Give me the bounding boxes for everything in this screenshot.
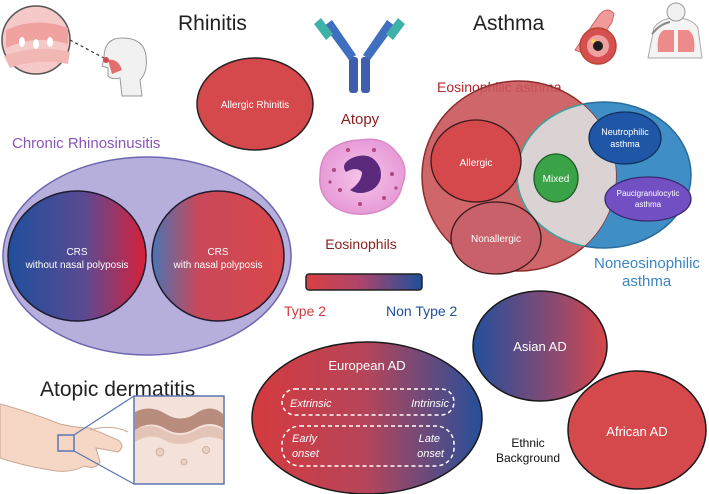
crs-with-np-label-1: CRS — [207, 247, 228, 258]
crs-heading: Chronic Rhinosinusitis — [12, 135, 160, 152]
crs-with-np-label-2: with nasal polyposis — [173, 260, 263, 271]
ethnic-background-label-2: Background — [496, 451, 560, 465]
type2-scale-bar — [305, 273, 423, 291]
skin-section-icon — [133, 395, 225, 485]
asian-ad-label: Asian AD — [513, 339, 566, 354]
allergic-asthma-label: Allergic — [460, 158, 493, 169]
allergic-rhinitis-circle — [196, 57, 314, 151]
extrinsic-label: Extrinsic — [290, 398, 332, 410]
crs-with-np-circle — [151, 190, 285, 322]
atopy-label: Atopy — [341, 111, 380, 128]
zoom-line-bottom — [73, 450, 135, 485]
mixed-asthma-label: Mixed — [543, 174, 570, 185]
european-ad-label: European AD — [328, 358, 405, 373]
paucigranulocytic-asthma-label-1: Paucigranulocytic — [617, 189, 680, 198]
african-ad-circle — [567, 370, 707, 490]
paucigranulocytic-asthma-circle — [604, 176, 692, 222]
african-ad-label: African AD — [606, 424, 667, 439]
nasal-mucosa-icon — [1, 5, 105, 75]
eosinophil-cell-icon — [319, 138, 406, 215]
heading-rhinitis: Rhinitis — [178, 12, 247, 35]
hand-icon — [0, 403, 129, 472]
nonallergic-asthma-circle — [450, 201, 542, 275]
early-onset-label-2: onset — [292, 448, 320, 460]
noneosinophilic-asthma-label-1: Noneosinophilic — [594, 255, 700, 272]
eosinophils-label: Eosinophils — [325, 236, 397, 252]
crs-without-np-label-2: without nasal polyposis — [25, 260, 129, 271]
crs-without-np-circle — [7, 190, 147, 322]
crs-without-np-label-1: CRS — [66, 247, 87, 258]
scale-nontype2-label: Non Type 2 — [386, 303, 458, 319]
neutrophilic-asthma-label-1: Neutrophilic — [601, 127, 649, 137]
head-profile-icon — [101, 37, 147, 97]
neutrophilic-asthma-circle — [588, 111, 662, 165]
zoom-marker — [57, 434, 75, 452]
asian-ad-circle — [472, 290, 608, 402]
extrinsic-intrinsic-box — [281, 388, 455, 416]
late-onset-label-1: Late — [419, 433, 440, 445]
early-onset-label-1: Early — [292, 433, 319, 445]
allergic-rhinitis-label: Allergic Rhinitis — [221, 100, 289, 111]
scale-type2-label: Type 2 — [284, 303, 326, 319]
heading-asthma: Asthma — [473, 12, 545, 35]
airway-section-icon — [574, 9, 617, 65]
noneosinophilic-asthma-label-2: asthma — [622, 273, 672, 290]
nonallergic-asthma-label: Nonallergic — [471, 234, 521, 245]
antibody-icon — [314, 18, 405, 93]
late-onset-label-2: onset — [417, 448, 445, 460]
neutrophilic-asthma-label-2: asthma — [610, 139, 640, 149]
ethnic-background-label-1: Ethnic — [511, 436, 544, 450]
zoom-line-top — [73, 395, 135, 436]
paucigranulocytic-asthma-label-2: asthma — [635, 200, 662, 209]
mixed-asthma-circle — [533, 153, 579, 203]
intrinsic-label: Intrinsic — [411, 398, 449, 410]
lung-person-icon — [647, 2, 703, 59]
european-ad-ellipse — [251, 341, 483, 494]
allergic-asthma-circle — [430, 119, 522, 203]
